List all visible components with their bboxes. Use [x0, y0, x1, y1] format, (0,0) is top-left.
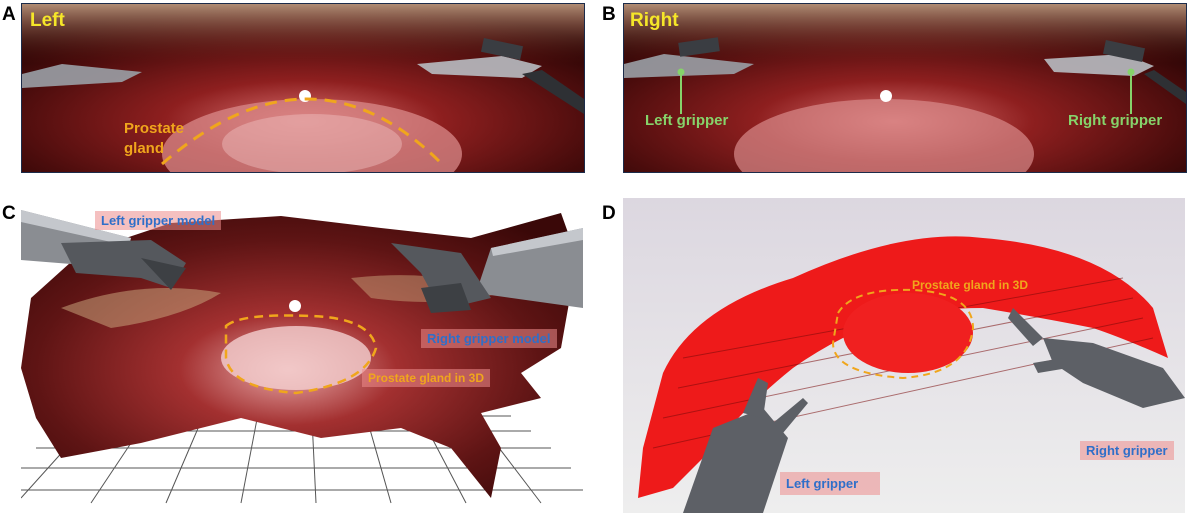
- right-gripper-model-label: Right gripper model: [421, 329, 557, 348]
- left-gripper-label-d: Left gripper: [780, 472, 881, 495]
- voxel-model-render: [623, 198, 1185, 513]
- panel-letter-b: B: [602, 4, 616, 25]
- right-gripper-label-d: Right gripper: [1080, 441, 1174, 460]
- 3d-reconstruction-render: [21, 198, 583, 508]
- right-gripper-voxel-shape: [1008, 308, 1185, 408]
- left-gripper-label-b: Left gripper: [645, 112, 729, 129]
- left-camera-image: [21, 3, 585, 173]
- prostate-3d-label-d: Prostate gland in 3D: [912, 278, 1029, 292]
- prostate-3d-label-c: Prostate gland in 3D: [362, 369, 491, 387]
- right-gripper-model-shape: [391, 228, 583, 313]
- right-gripper-label-b: Right gripper: [1068, 112, 1163, 129]
- panel-letter-c: C: [2, 203, 16, 224]
- right-camera-image: [623, 3, 1187, 173]
- left-view-title: Left: [30, 10, 65, 31]
- left-gripper-model-label: Left gripper model: [95, 211, 222, 230]
- panel-letter-a: A: [2, 4, 16, 25]
- right-view-title: Right: [630, 10, 679, 31]
- prostate-gland-label-line1: Prostate: [124, 120, 185, 137]
- left-gripper-voxel-shape: [683, 378, 808, 513]
- prostate-gland-label-line2: gland: [124, 140, 164, 157]
- left-gripper-model-shape: [21, 210, 186, 290]
- panel-letter-d: D: [602, 203, 616, 224]
